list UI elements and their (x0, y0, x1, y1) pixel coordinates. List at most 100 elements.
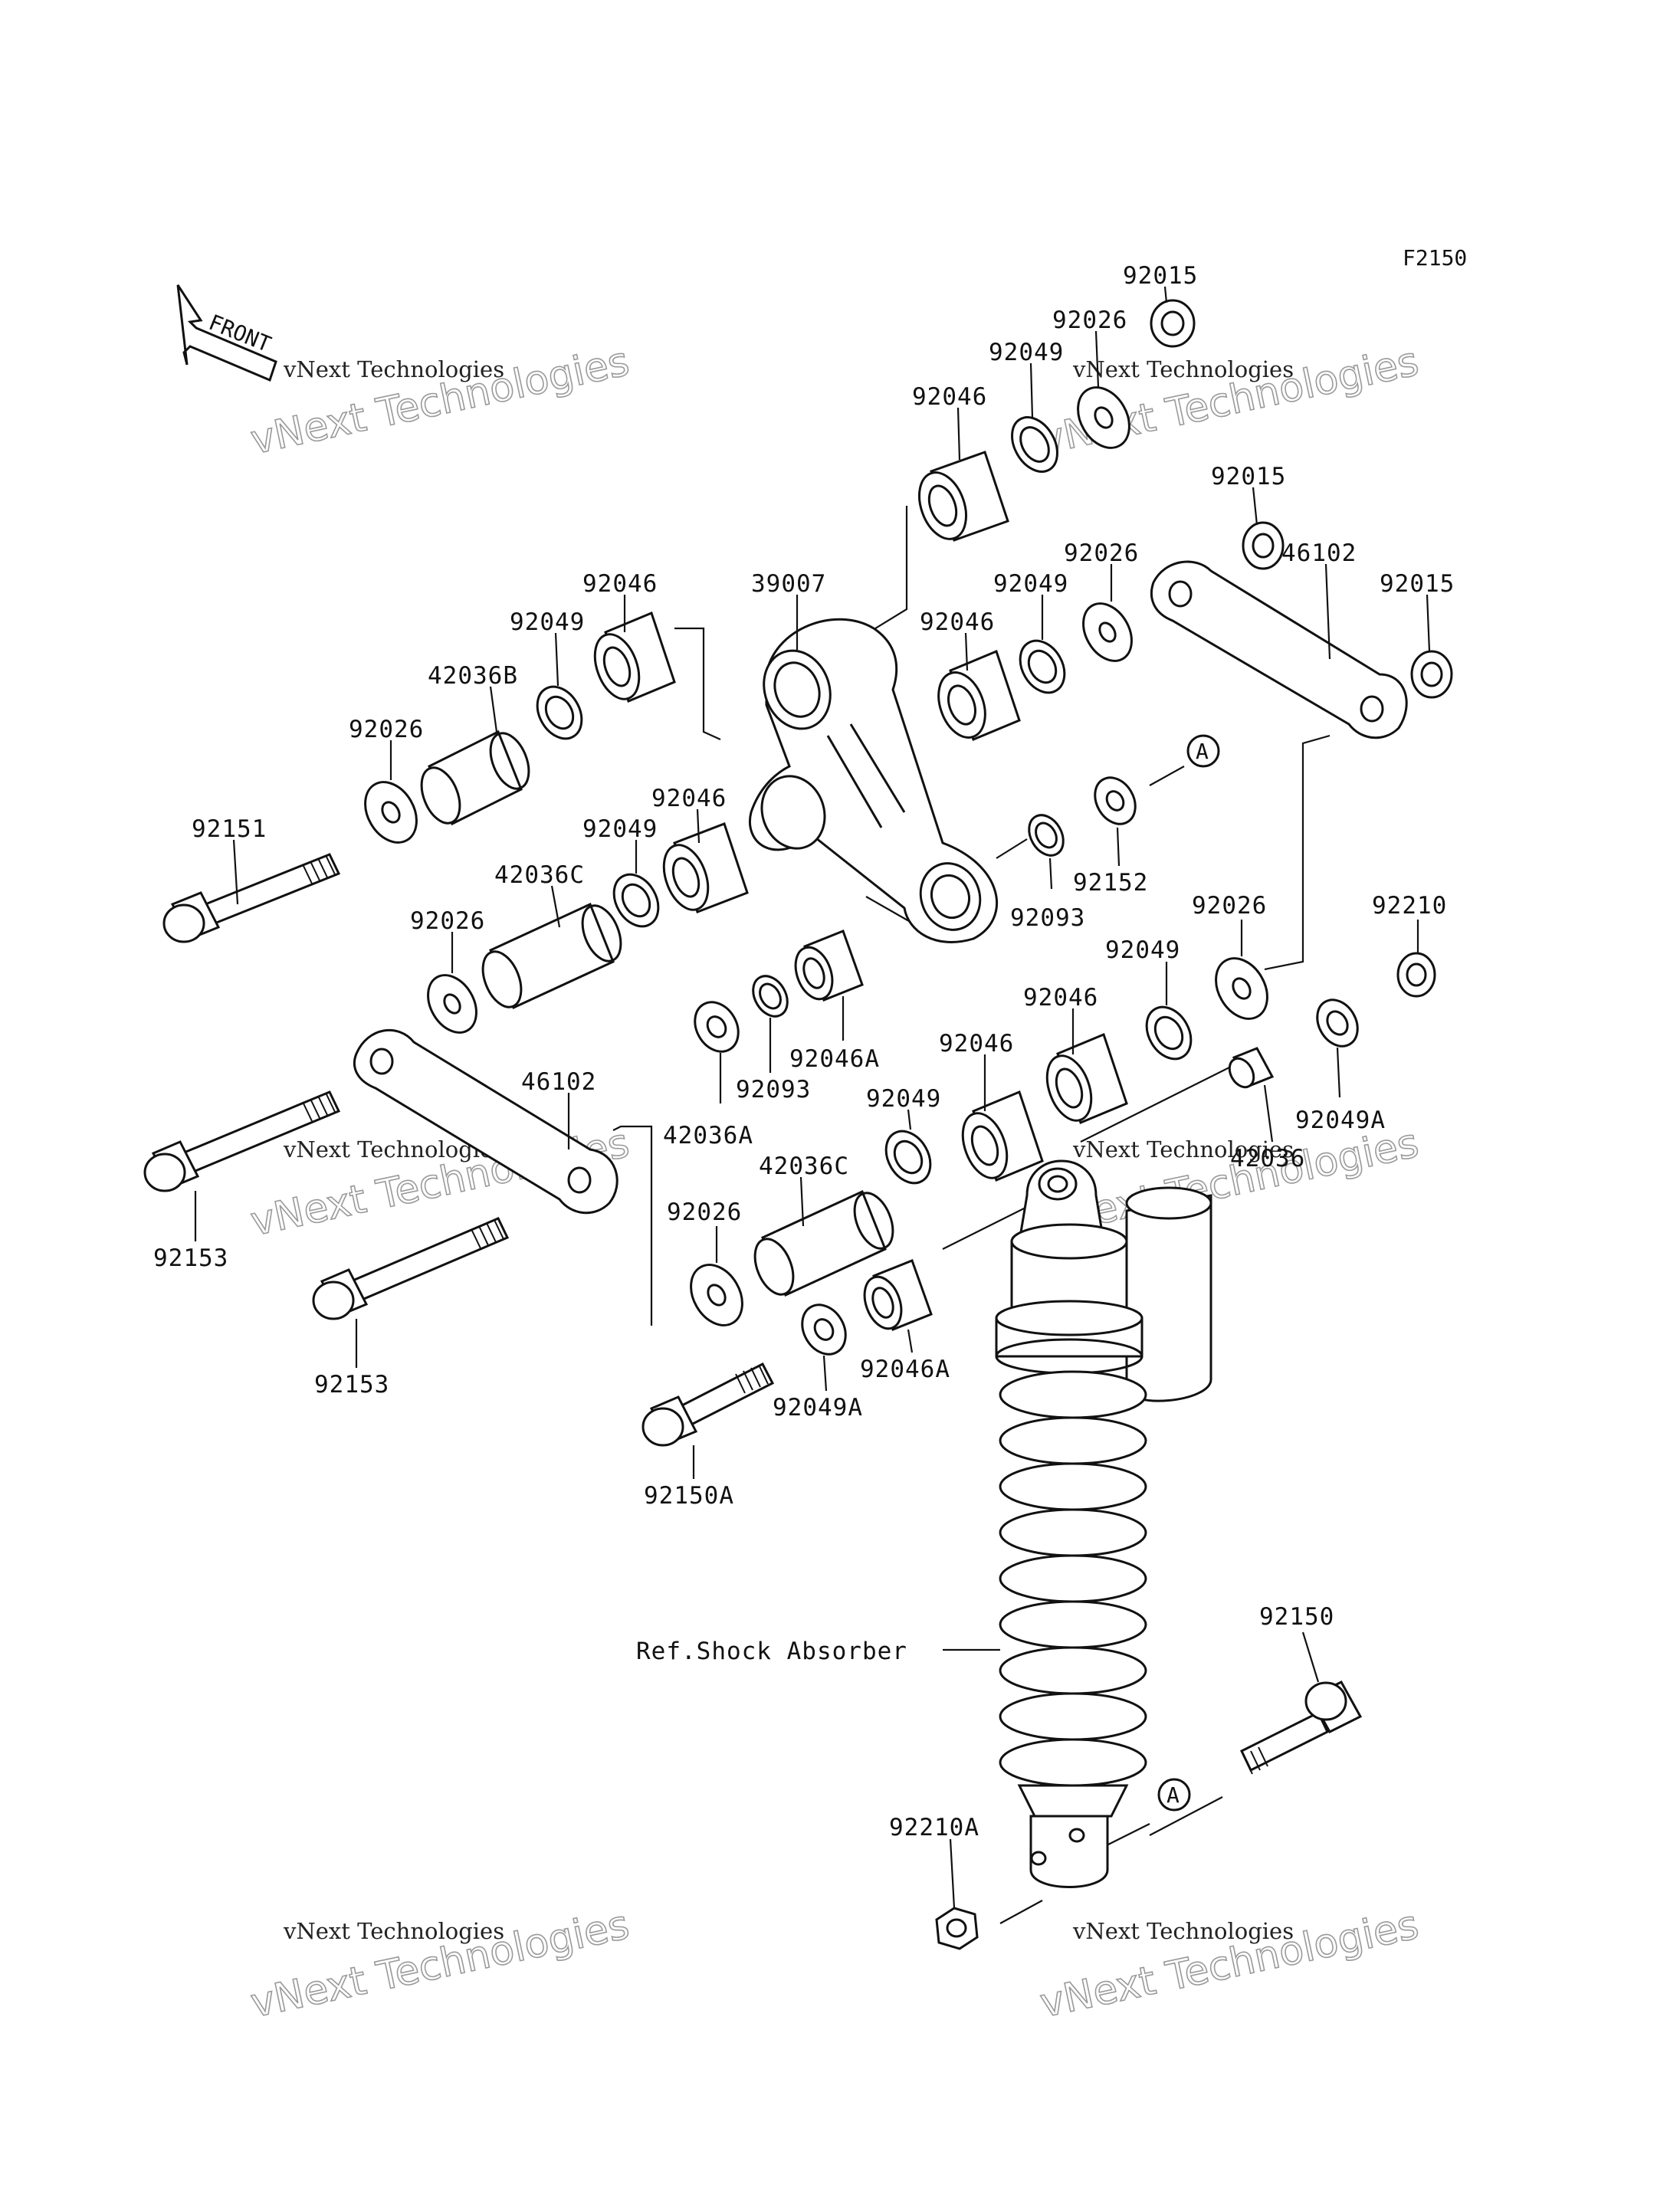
collar-42036A (694, 1001, 740, 1053)
bearing-92046-top (918, 451, 1009, 542)
nut-92015-right-1 (1242, 521, 1285, 570)
label-92210A: 92210A (889, 1814, 979, 1841)
nut-92210 (1396, 952, 1436, 998)
bolt-92150A (641, 1362, 775, 1447)
nut-92015-top (1150, 299, 1196, 348)
label-92049-right-2: 92049 (1105, 936, 1180, 964)
label-42036A: 42036A (663, 1122, 753, 1149)
label-42036C-upper: 42036C (494, 861, 585, 889)
label-92026-left-2: 92026 (410, 907, 485, 935)
label-92015-right-2: 92015 (1380, 570, 1455, 598)
label-92153-upper: 92153 (153, 1244, 228, 1272)
bearing-92046-left (593, 611, 676, 703)
label-42036-right: 42036 (1230, 1145, 1305, 1172)
label-92049-center-left: 92049 (582, 815, 658, 843)
washer-92026-left-2 (427, 974, 477, 1034)
label-92210: 92210 (1372, 892, 1447, 920)
label-42036C-lower: 42036C (759, 1153, 849, 1180)
nut-92210A (935, 1907, 979, 1950)
callout-a-top: A (1186, 734, 1220, 768)
washer-92026-right-2 (1215, 957, 1268, 1020)
svg-text:A: A (1166, 1782, 1180, 1808)
label-92015-right-1: 92015 (1211, 463, 1286, 490)
washer-92026-mid (1082, 602, 1133, 662)
washer-92026-top (1077, 386, 1130, 449)
collar-42036C-lower (753, 1189, 894, 1297)
label-92046-right-3: 92046 (939, 1030, 1014, 1058)
label-ref-shock-absorber: Ref.Shock Absorber (636, 1638, 907, 1665)
seal-92049A-right (1316, 998, 1359, 1048)
washer-92026-center-3 (690, 1264, 743, 1326)
tie-rod-46102-right (1150, 560, 1408, 739)
label-92049A-center: 92049A (773, 1394, 863, 1421)
label-92046-right-2: 92046 (1023, 984, 1098, 1012)
label-92046-top: 92046 (912, 383, 987, 411)
label-46102-left: 46102 (521, 1068, 596, 1096)
front-arrow-icon: FRONT (176, 284, 277, 382)
seal-92049-top (1011, 416, 1058, 473)
label-92026-top: 92026 (1052, 307, 1127, 334)
label-92153-lower: 92153 (314, 1371, 389, 1399)
collar-42036B (420, 730, 530, 826)
label-92046-center-left: 92046 (651, 785, 727, 812)
label-92049A-right: 92049A (1295, 1107, 1386, 1134)
seal-92049-mid (1019, 639, 1066, 694)
label-92046-mid: 92046 (920, 608, 995, 636)
label-92015-top: 92015 (1123, 262, 1198, 290)
label-92049-left: 92049 (510, 608, 585, 636)
seal-92049-left (536, 685, 583, 740)
label-39007: 39007 (751, 570, 826, 598)
svg-text:vNext Technologies: vNext Technologies (1072, 356, 1294, 382)
bearing-92046-mid (937, 649, 1021, 742)
bearing-92046A-upper (794, 930, 864, 1002)
label-92151: 92151 (192, 815, 267, 843)
label-92049-top: 92049 (989, 339, 1064, 366)
label-92152: 92152 (1073, 869, 1148, 897)
svg-text:vNext Technologies: vNext Technologies (1072, 1136, 1294, 1162)
label-92150: 92150 (1259, 1603, 1334, 1631)
bolt-92153-lower (312, 1217, 510, 1320)
svg-text:vNext Technologies: vNext Technologies (283, 356, 504, 382)
label-92049-center-2: 92049 (866, 1085, 941, 1113)
shock-absorber (995, 1159, 1212, 1888)
seal-92049A-center (801, 1303, 847, 1356)
rocker-arm-39007 (749, 618, 999, 943)
seal-92049-right-2 (1145, 1005, 1193, 1061)
washer-92026-left (364, 781, 418, 844)
label-92026-center-3: 92026 (667, 1199, 742, 1226)
seal-92049-center-left (612, 873, 660, 928)
part-labels: 92015 92026 92049 92046 92015 92026 9204… (153, 262, 1455, 1841)
figure-code: F2150 (1403, 245, 1467, 271)
label-92093-right: 92093 (1010, 904, 1085, 932)
watermark-bottom-left: vNext Technologies vNext Technologies (246, 1901, 634, 2028)
label-92093-center: 92093 (736, 1076, 811, 1103)
label-leaders (194, 286, 1431, 1909)
nut-92015-right-2 (1410, 650, 1453, 699)
bolt-92151 (162, 853, 341, 943)
seal-92093-right (1028, 814, 1065, 857)
collar-42036-right (1228, 1047, 1275, 1089)
label-46102-right: 46102 (1281, 539, 1357, 567)
watermark-top-left: vNext Technologies vNext Technologies (246, 338, 634, 464)
seal-92049-center-2 (884, 1130, 932, 1185)
bearing-92046A-lower (863, 1259, 933, 1331)
bolt-92153-upper (143, 1090, 341, 1192)
label-92046-left: 92046 (582, 570, 658, 598)
seal-92093-center (752, 975, 789, 1018)
collar-42036C-upper (481, 902, 622, 1010)
collar-92152 (1094, 776, 1137, 825)
svg-text:A: A (1196, 739, 1209, 764)
label-92150A: 92150A (644, 1482, 734, 1510)
label-92046A-upper: 92046A (789, 1045, 880, 1073)
bearing-92046-center-left (662, 822, 749, 913)
label-92026-right-2: 92026 (1192, 892, 1267, 920)
tie-rod-46102-left (353, 1029, 619, 1215)
callout-a-bottom: A (1157, 1778, 1191, 1812)
bearing-92046-right-3 (961, 1090, 1044, 1182)
watermark-bottom-right: vNext Technologies vNext Technologies (1035, 1901, 1423, 2028)
svg-text:vNext Technologies: vNext Technologies (283, 1918, 504, 1944)
label-92026-left: 92026 (349, 716, 424, 743)
label-42036B: 42036B (428, 662, 518, 690)
